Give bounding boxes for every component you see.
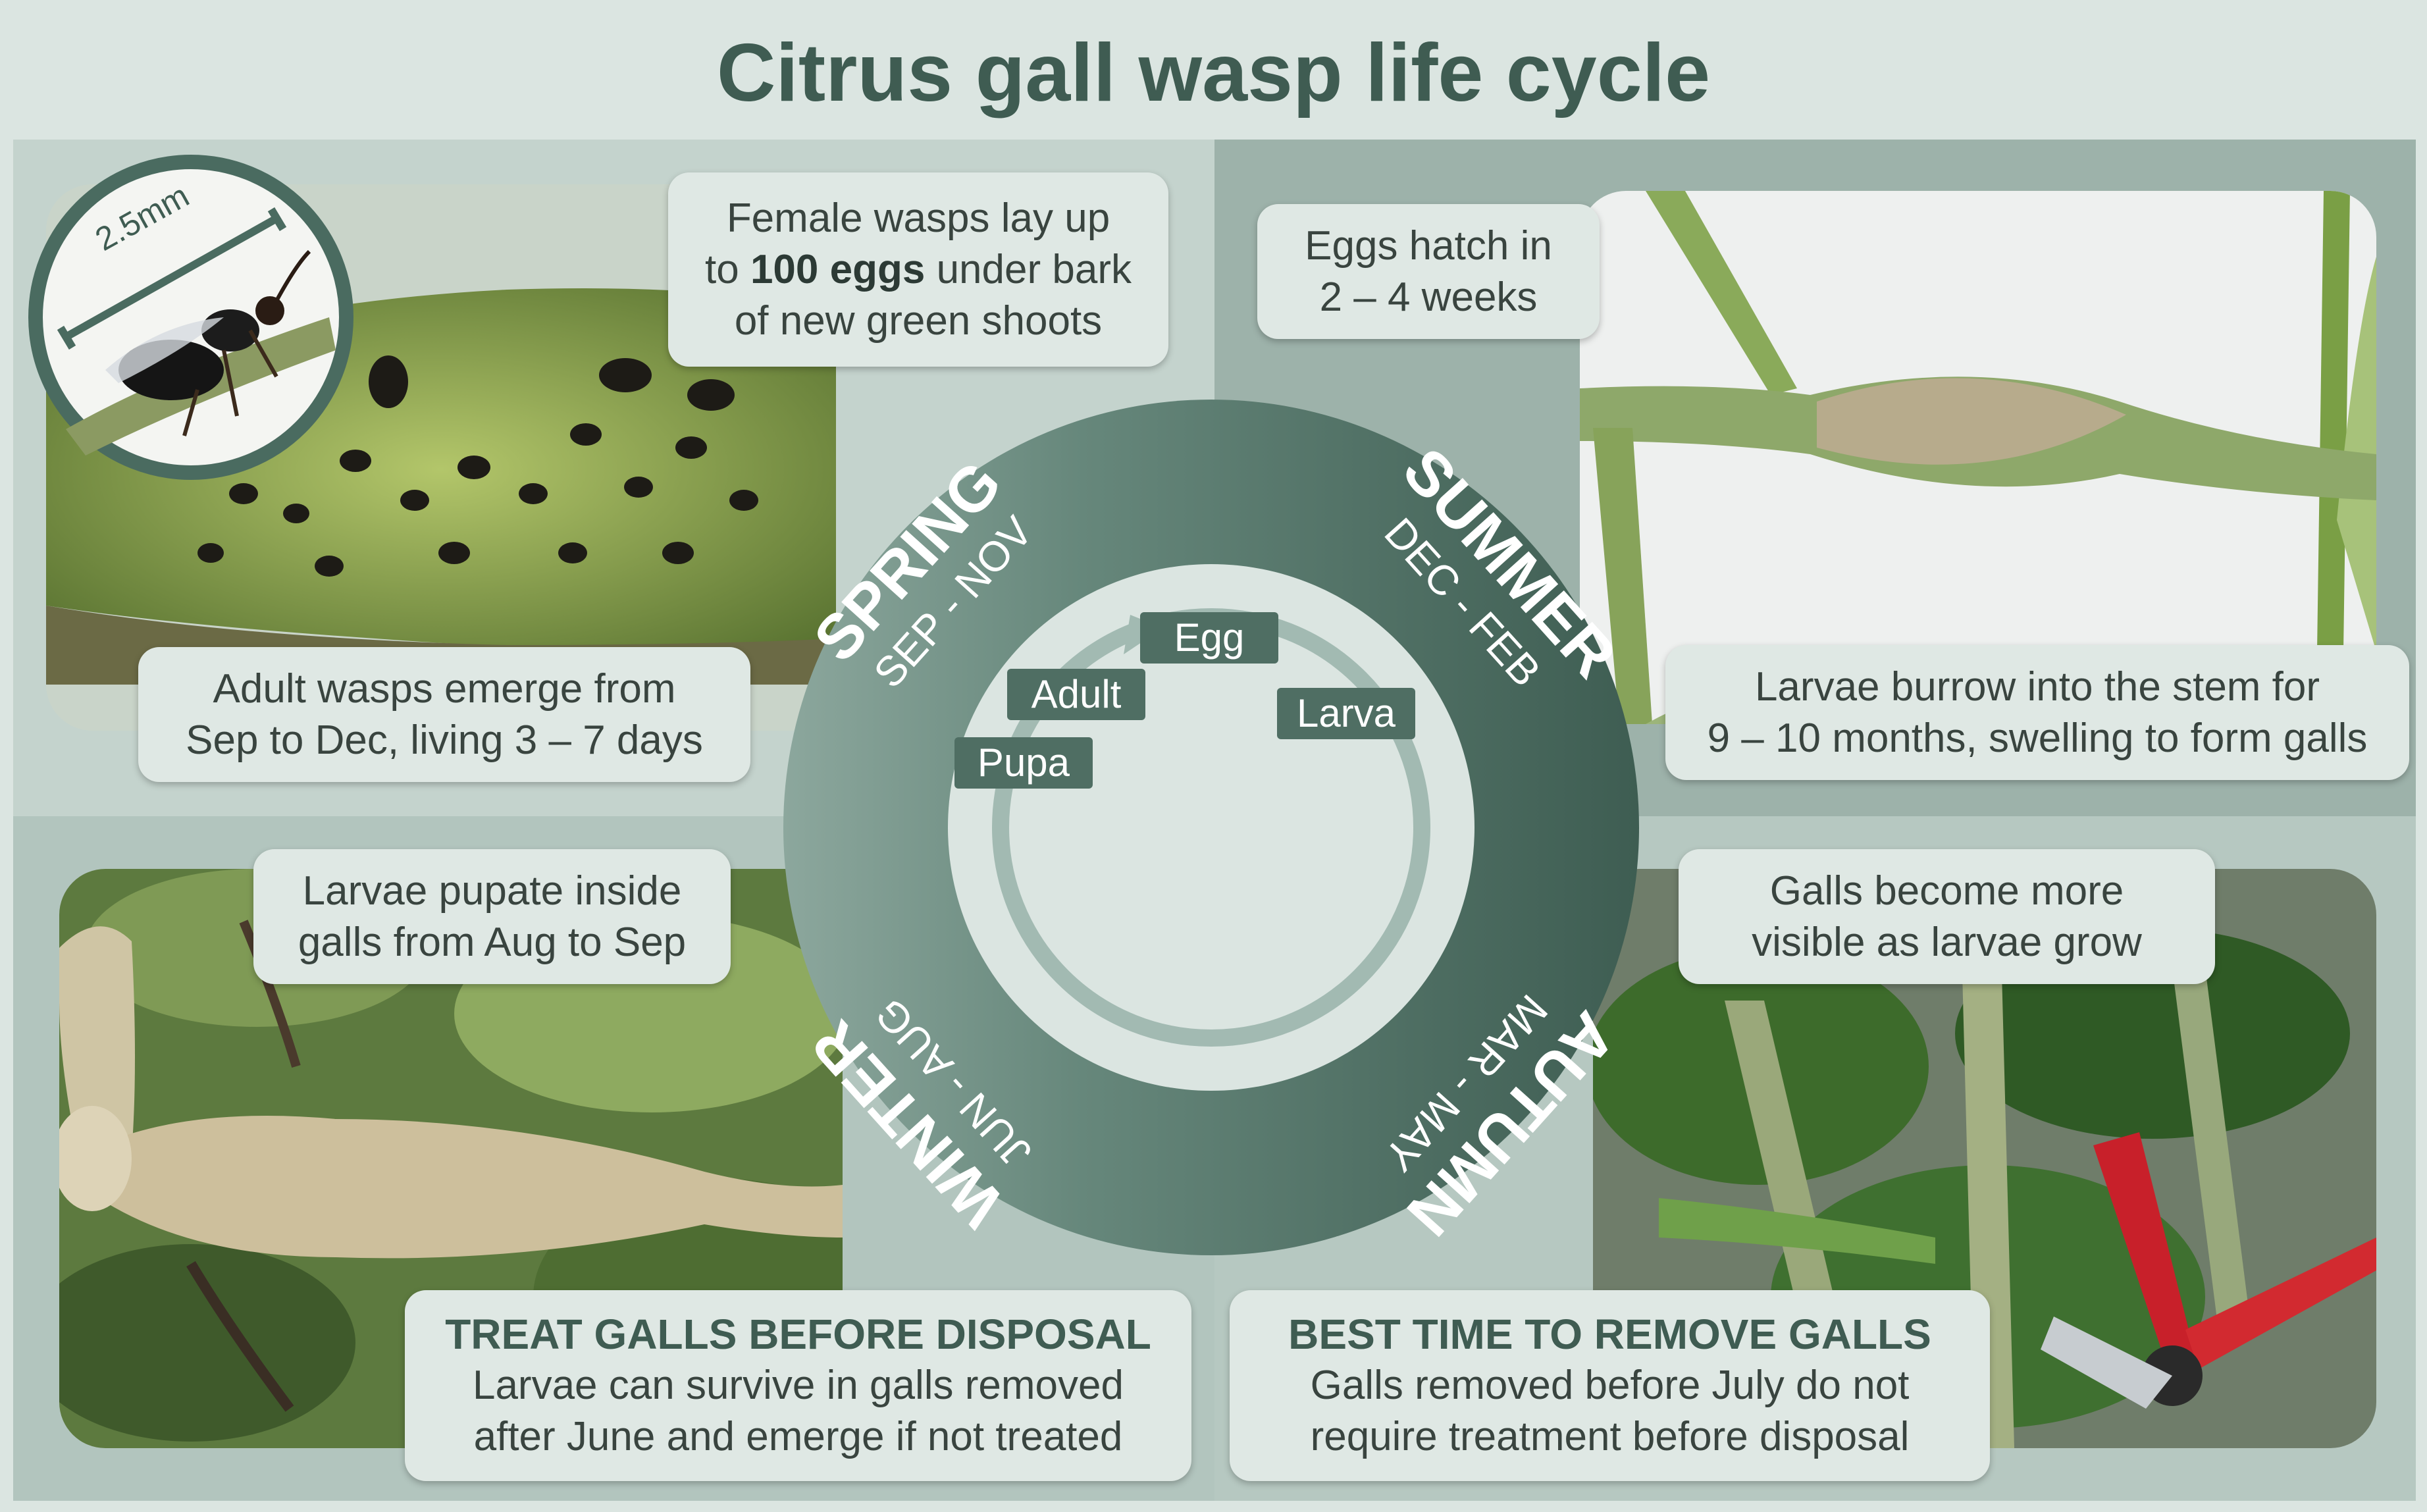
- callout-adults-emerge: Adult wasps emerge from Sep to Dec, livi…: [138, 647, 750, 782]
- callout-treat-line1: Larvae can survive in galls removed: [472, 1363, 1124, 1408]
- wasp-inset: 2.5mm: [26, 153, 355, 482]
- callout-burrow-line2: 9 – 10 months, swelling to form galls: [1707, 715, 2368, 761]
- callout-visible-line1: Galls become more: [1769, 868, 2124, 914]
- callout-eggs-laid-line1: Female wasps lay up: [726, 195, 1110, 241]
- egg-count: 100 eggs: [750, 246, 926, 292]
- callout-hatch-line1: Eggs hatch in: [1305, 222, 1552, 269]
- stage-larva: Larva: [1277, 688, 1415, 739]
- callout-hatch: Eggs hatch in 2 – 4 weeks: [1257, 204, 1600, 339]
- callout-treat-heading: TREAT GALLS BEFORE DISPOSAL: [445, 1311, 1151, 1358]
- callout-best-time-line1: Galls removed before July do not: [1310, 1363, 1910, 1408]
- callout-eggs-laid-line3: of new green shoots: [734, 298, 1103, 344]
- callout-visible: Galls become more visible as larvae grow: [1679, 849, 2215, 984]
- stage-pupa: Pupa: [954, 737, 1093, 789]
- stage-egg: Egg: [1140, 612, 1278, 664]
- callout-hatch-line2: 2 – 4 weeks: [1319, 274, 1538, 320]
- callout-eggs-laid-line2: to 100 eggs under bark: [705, 246, 1132, 292]
- callout-best-time: BEST TIME TO REMOVE GALLS Galls removed …: [1230, 1290, 1990, 1481]
- page-title: Citrus gall wasp life cycle: [716, 28, 1711, 118]
- callout-visible-line2: visible as larvae grow: [1752, 919, 2142, 965]
- callout-best-time-line2: require treatment before disposal: [1310, 1414, 1910, 1459]
- stage-adult: Adult: [1007, 669, 1145, 720]
- callout-best-time-heading: BEST TIME TO REMOVE GALLS: [1288, 1311, 1931, 1358]
- callout-adults-line1: Adult wasps emerge from: [213, 665, 676, 712]
- callout-burrow-line1: Larvae burrow into the stem for: [1754, 664, 2320, 710]
- callout-treat-galls: TREAT GALLS BEFORE DISPOSAL Larvae can s…: [405, 1290, 1191, 1481]
- callout-treat-line2: after June and emerge if not treated: [473, 1414, 1123, 1459]
- callout-pupate: Larvae pupate inside galls from Aug to S…: [253, 849, 731, 984]
- callout-pupate-line2: galls from Aug to Sep: [298, 919, 687, 965]
- callout-pupate-line1: Larvae pupate inside: [302, 868, 682, 914]
- callout-burrow: Larvae burrow into the stem for 9 – 10 m…: [1665, 645, 2409, 780]
- photo-stem-gall: [1580, 191, 2376, 724]
- callout-adults-line2: Sep to Dec, living 3 – 7 days: [186, 717, 703, 763]
- callout-eggs-laid: Female wasps lay up to 100 eggs under ba…: [668, 172, 1168, 367]
